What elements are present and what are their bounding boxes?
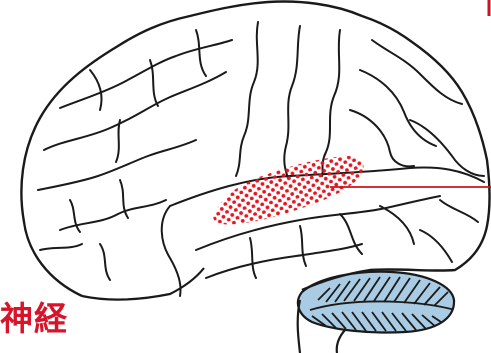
gyri-sulci (38, 22, 484, 296)
cerebrum-outline (21, 2, 489, 296)
caption-label: 神経 (0, 299, 68, 339)
temporal-lobe-outline (82, 268, 204, 300)
cerebellum (298, 272, 455, 333)
